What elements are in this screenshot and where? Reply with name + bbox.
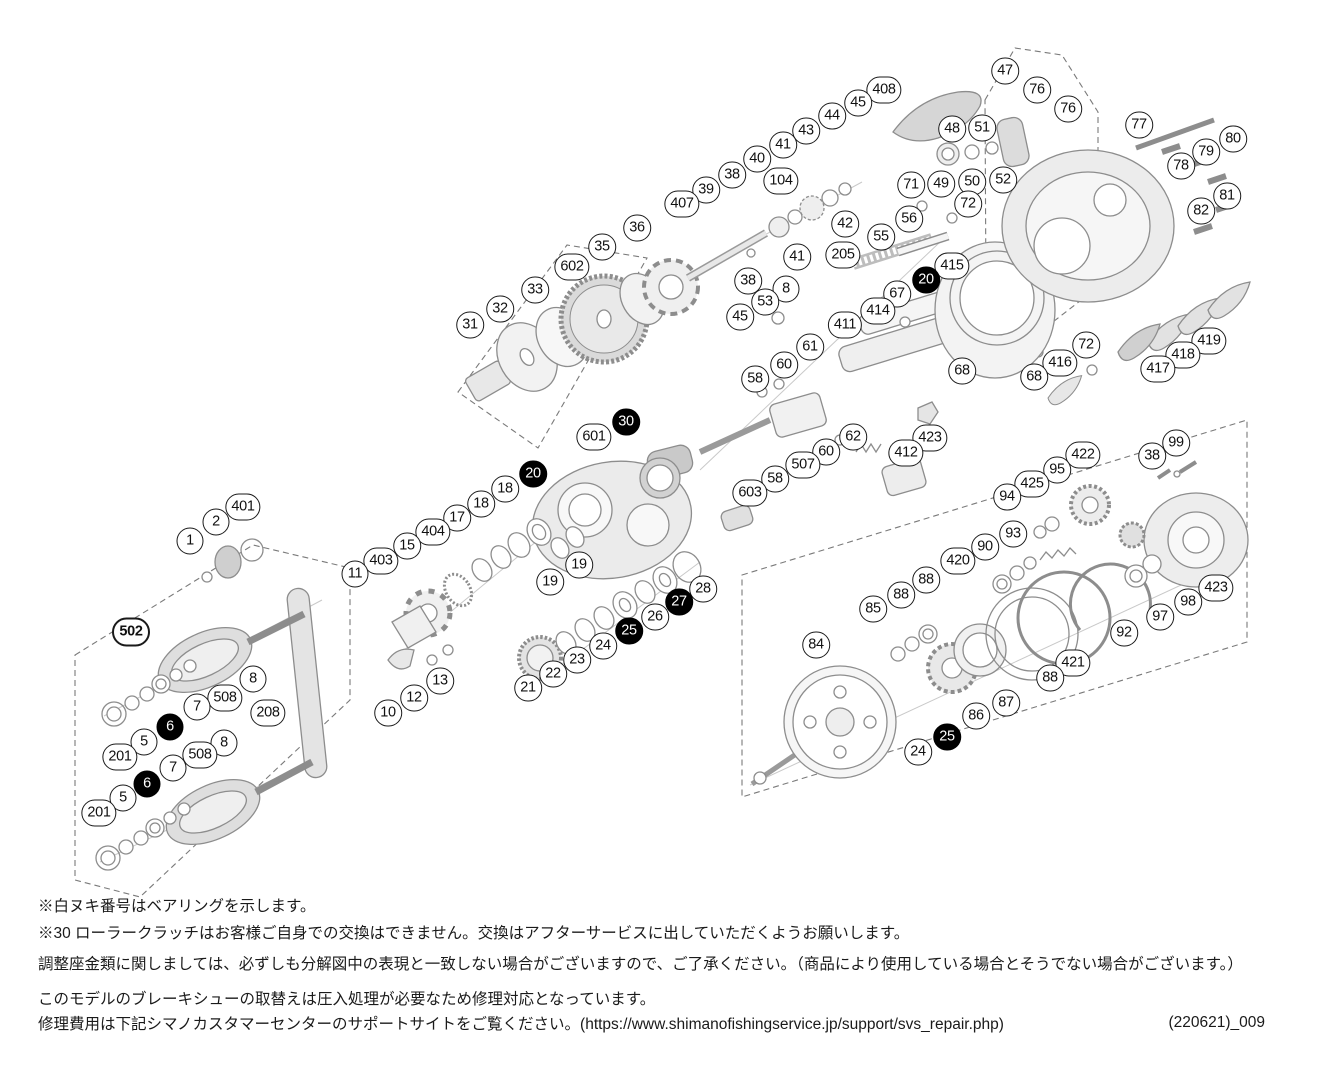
footnote-shim-washers: 調整座金類に関しましては、必ずしも分解図中の表現と一致しない場合がございますので…: [38, 956, 1243, 973]
document-code: (220621)_009: [1168, 1014, 1265, 1031]
gear-train-group: [464, 182, 852, 402]
frame-and-clutch-group: [892, 90, 1251, 406]
side-plate-group: [531, 457, 693, 580]
handle-assembly-group: [95, 538, 328, 871]
footnotes: ※白ヌキ番号はベアリングを示します。 ※30 ローラークラッチはお客様ご自身での…: [38, 897, 1288, 1042]
spool-brake-group: [750, 460, 1249, 787]
washer-stack-group: [387, 518, 702, 681]
footnote-repair-cost-url: 修理費用は下記シマノカスタマーセンターのサポートサイトをご覧ください。(http…: [38, 1016, 1004, 1033]
footnote-bearing-legend: ※白ヌキ番号はベアリングを示します。: [38, 898, 316, 915]
footnote-brake-shoe: このモデルのブレーキシューの取替えは圧入処理が必要なため修理対応となっています。: [38, 991, 656, 1008]
footnote-roller-clutch: ※30 ローラークラッチはお客様ご自身での交換はできません。交換はアフターサービ…: [38, 925, 910, 942]
